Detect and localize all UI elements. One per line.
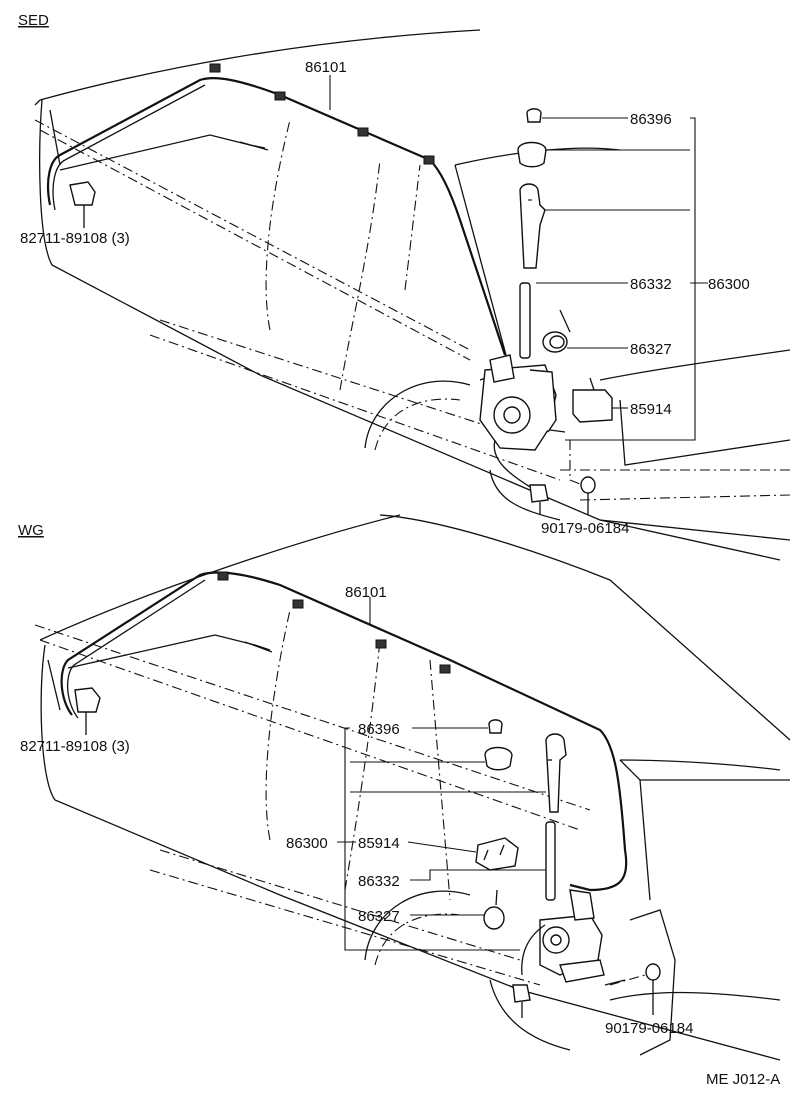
sed-leaders [329,75,708,441]
wg-label-grommet: 86327 [358,908,400,925]
footer-code: ME J012-A [706,1071,780,1088]
wg-screw [609,963,661,1015]
wg-relay [475,837,519,871]
sed-mast [519,183,546,269]
wg-label-assembly: 86300 [286,835,328,852]
wg-label-relay: 85914 [358,835,400,852]
wg-rod-86332 [545,821,556,901]
wg-section: WG [18,514,791,1061]
sed-cable-clips [209,63,435,165]
sed-body-outline [34,29,791,561]
wg-label-cable: 86101 [345,584,387,601]
sed-label-bracket: 82711-89108 (3) [20,230,130,247]
sed-clip-bracket [69,181,96,228]
wg-antenna-cable [60,571,628,892]
sed-label-cable: 86101 [305,59,347,76]
sed-screw [569,440,596,515]
sed-cap-small [526,108,542,123]
wg-cap-large [484,746,513,771]
wg-clip-bracket [74,687,101,735]
wg-mast [545,733,567,813]
wg-body-outline [34,514,791,1061]
wg-cap-small [488,719,503,734]
sed-relay [572,377,613,423]
sed-grommet [542,309,571,353]
sed-rod-86332 [519,282,531,359]
wg-grommet [483,889,505,930]
sed-section: SED [18,12,791,561]
sed-label-grommet: 86327 [630,341,672,358]
wg-label-cap: 86396 [358,721,400,738]
sed-label-screw: 90179-06184 [541,520,629,537]
wg-section-title: WG [18,522,44,539]
sed-cap-large [517,141,547,168]
sed-label-cap: 86396 [630,111,672,128]
wg-label-bracket: 82711-89108 (3) [20,738,130,755]
sed-section-title: SED [18,12,49,29]
sed-label-rod: 86332 [630,276,672,293]
wg-cable-clips [217,571,451,674]
sed-antenna-cable [46,77,507,356]
sed-motor-assembly [479,354,566,515]
sed-label-relay: 85914 [630,401,672,418]
sed-label-assembly: 86300 [708,276,750,293]
wg-label-rod: 86332 [358,873,400,890]
wg-leaders [337,597,546,951]
wg-motor-assembly [512,889,626,1018]
wg-label-screw: 90179-06184 [605,1020,693,1037]
